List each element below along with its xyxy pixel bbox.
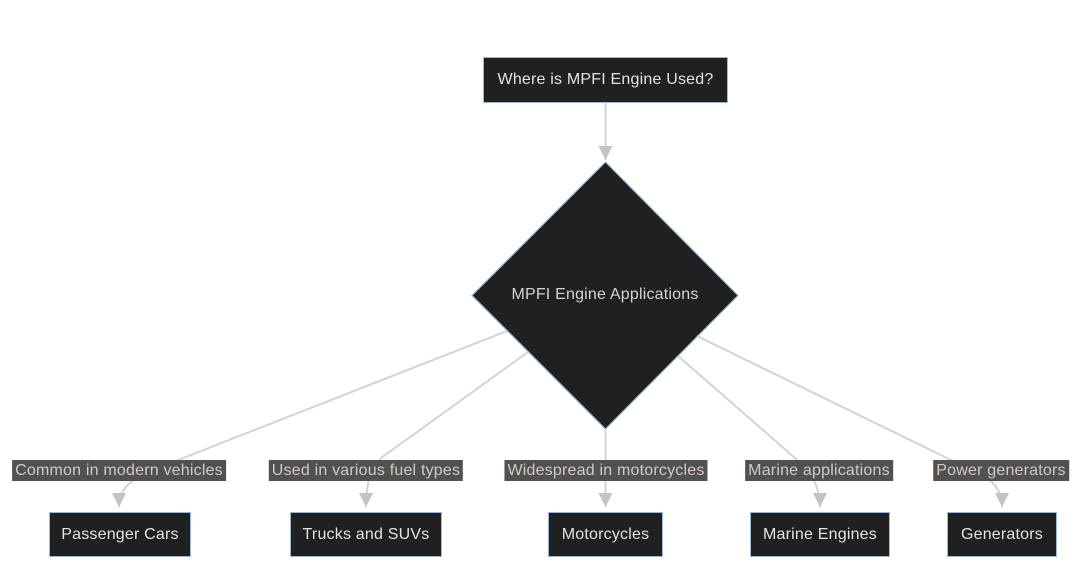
decision-node-label: MPFI Engine Applications — [511, 286, 699, 303]
branch-node-marine-engines: Marine Engines — [750, 512, 890, 557]
branch-node-motorcycles: Motorcycles — [548, 512, 663, 557]
branch-node-passenger-cars: Passenger Cars — [49, 512, 191, 557]
question-node: Where is MPFI Engine Used? — [483, 57, 728, 103]
edge-to-marine-engines — [677, 355, 827, 508]
edge-label-widespread-in-motorcycles: Widespread in motorcycles — [504, 460, 708, 481]
edge-to-trucks-and-suvs — [359, 351, 529, 508]
edge-label-power-generators: Power generators — [933, 460, 1069, 481]
edge-label-used-in-various-fuel-types: Used in various fuel types — [268, 460, 464, 481]
branch-node-trucks-and-suvs: Trucks and SUVs — [290, 512, 442, 557]
edge-label-common-in-modern-vehicles: Common in modern vehicles — [12, 460, 226, 481]
edge-to-generators — [696, 335, 1009, 508]
branch-node-generators: Generators — [947, 512, 1057, 557]
edge-label-marine-applications: Marine applications — [745, 460, 893, 481]
